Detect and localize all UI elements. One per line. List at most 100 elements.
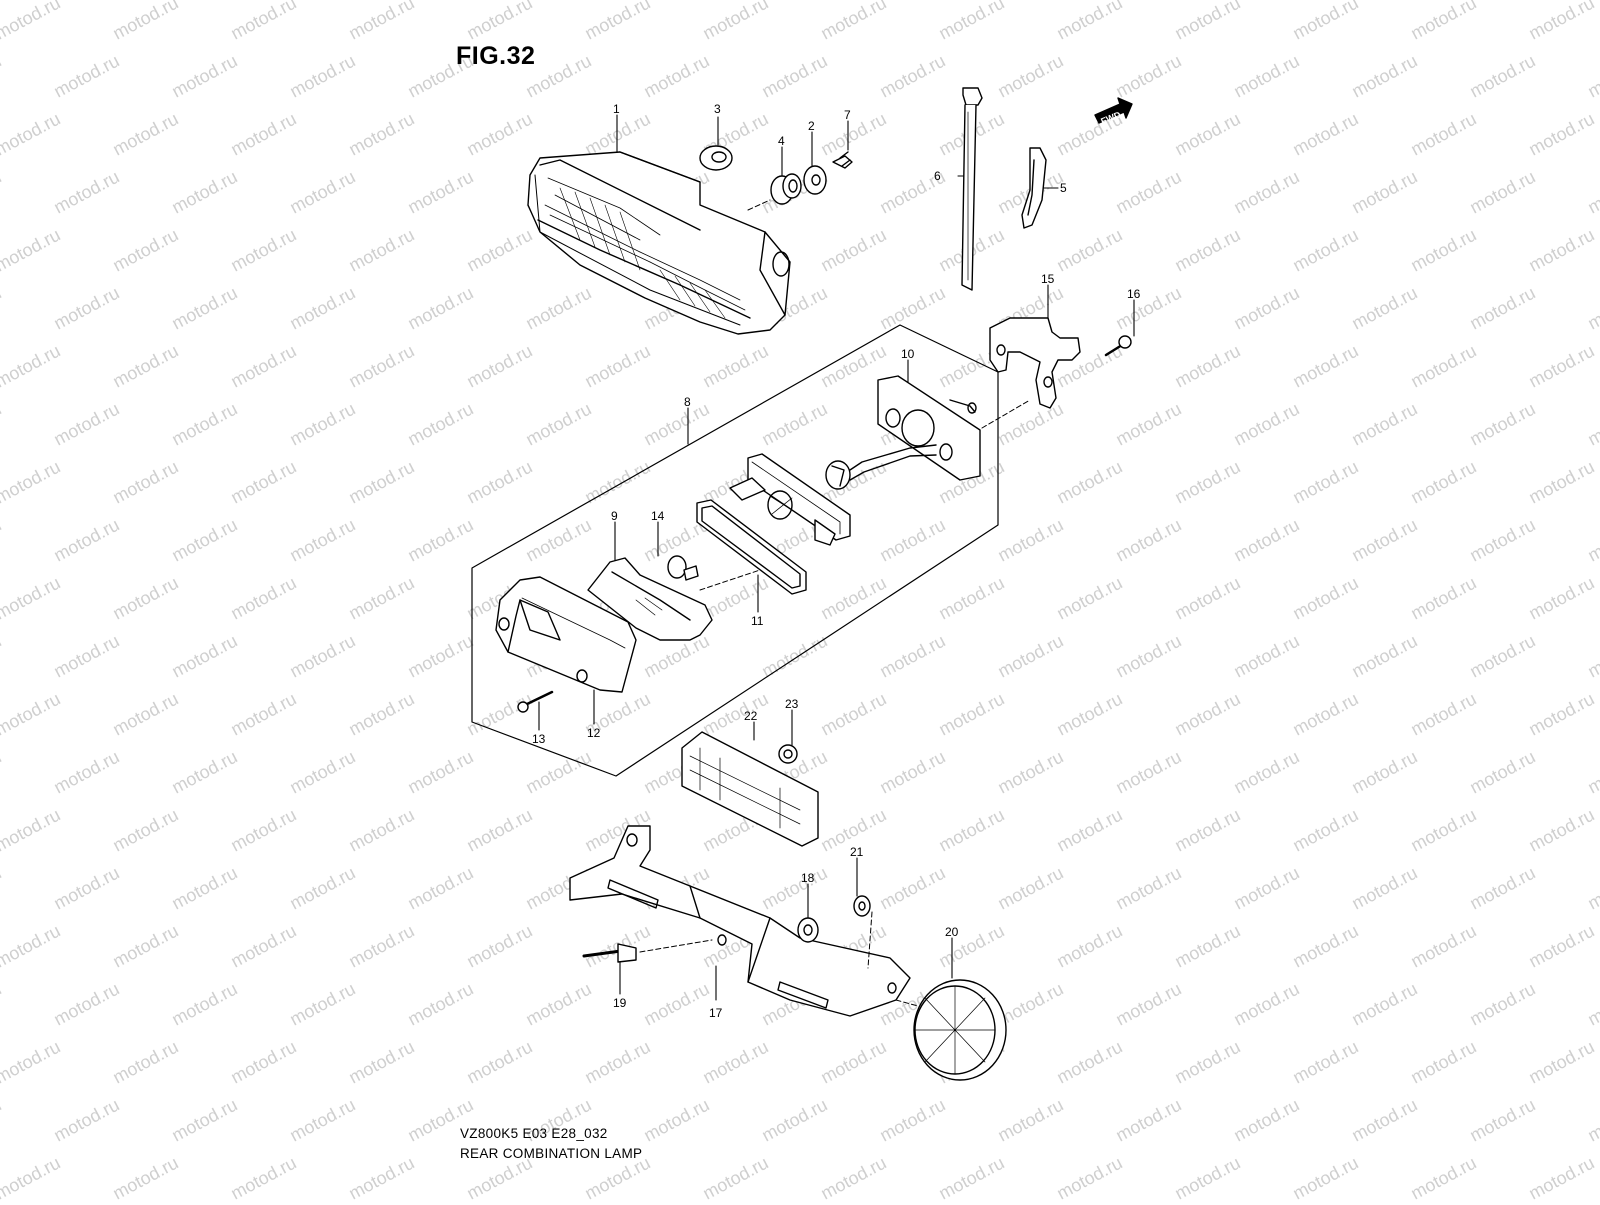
watermark-text: motod.ru xyxy=(1348,515,1420,566)
watermark-text: motod.ru xyxy=(50,979,122,1030)
watermark-text: motod.ru xyxy=(1112,399,1184,450)
callout-5: 5 xyxy=(1060,181,1067,195)
watermark-text: motod.ru xyxy=(50,863,122,914)
watermark-text: motod.ru xyxy=(935,573,1007,624)
watermark-text: motod.ru xyxy=(1348,979,1420,1030)
watermark-text: motod.ru xyxy=(345,457,417,508)
watermark-text: motod.ru xyxy=(50,283,122,334)
watermark-text: motod.ru xyxy=(345,573,417,624)
watermark-text: motod.ru xyxy=(1525,0,1597,44)
watermark-text: motod.ru xyxy=(1348,747,1420,798)
watermark-text: motod.ru xyxy=(1525,109,1597,160)
watermark-text: motod.ru xyxy=(0,1153,64,1200)
watermark-text: motod.ru xyxy=(0,747,5,798)
watermark-text: motod.ru xyxy=(1407,805,1479,856)
callout-1: 1 xyxy=(613,102,620,116)
watermark-text: motod.ru xyxy=(640,399,712,450)
watermark-text: motod.ru xyxy=(522,515,594,566)
bolt-part-7 xyxy=(832,151,853,169)
lamp-base-part-10 xyxy=(877,375,981,481)
watermark-text: motod.ru xyxy=(1525,805,1597,856)
watermark-text: motod.ru xyxy=(1112,1095,1184,1146)
watermark-text: motod.ru xyxy=(1348,283,1420,334)
watermark-text: motod.ru xyxy=(286,979,358,1030)
watermark-text: motod.ru xyxy=(1053,921,1125,972)
watermark-text: motod.ru xyxy=(876,631,948,682)
watermark-text: motod.ru xyxy=(1112,51,1184,102)
screw-part-16 xyxy=(1104,335,1132,357)
callout-3: 3 xyxy=(714,102,721,116)
tail-lamp-housing xyxy=(527,151,791,335)
watermark-text: motod.ru xyxy=(1584,1095,1600,1146)
watermark-text: motod.ru xyxy=(699,0,771,44)
watermark-text: motod.ru xyxy=(345,1153,417,1200)
callout-22: 22 xyxy=(744,709,758,723)
watermark-text: motod.ru xyxy=(168,167,240,218)
watermark-text: motod.ru xyxy=(168,1095,240,1146)
watermark-text: motod.ru xyxy=(1171,1037,1243,1088)
bulb-part-14 xyxy=(667,555,699,581)
watermark-text: motod.ru xyxy=(994,1095,1066,1146)
watermark-text: motod.ru xyxy=(876,515,948,566)
watermark-text: motod.ru xyxy=(1171,457,1243,508)
reflector-part-22 xyxy=(681,731,819,847)
watermark-text: motod.ru xyxy=(935,1153,1007,1200)
watermark-text: motod.ru xyxy=(758,1095,830,1146)
watermark-text: motod.ru xyxy=(935,689,1007,740)
watermark-text: motod.ru xyxy=(1289,1153,1361,1200)
watermark-text: motod.ru xyxy=(1171,805,1243,856)
watermark-text: motod.ru xyxy=(345,921,417,972)
watermark-text: motod.ru xyxy=(463,0,535,44)
watermark-text: motod.ru xyxy=(876,1095,948,1146)
callout-leader-lines xyxy=(538,114,1135,1001)
watermark-text: motod.ru xyxy=(1466,51,1538,102)
watermark-text: motod.ru xyxy=(0,689,64,740)
watermark-text: motod.ru xyxy=(0,225,64,276)
watermark-text: motod.ru xyxy=(1171,921,1243,972)
watermark-text: motod.ru xyxy=(758,631,830,682)
watermark-text: motod.ru xyxy=(994,747,1066,798)
watermark-text: motod.ru xyxy=(1230,283,1302,334)
watermark-text: motod.ru xyxy=(1171,573,1243,624)
watermark-text: motod.ru xyxy=(0,457,64,508)
watermark-text: motod.ru xyxy=(0,0,64,44)
watermark-text: motod.ru xyxy=(1348,51,1420,102)
callout-2: 2 xyxy=(808,119,815,133)
screw-part-19 xyxy=(582,943,637,963)
watermark-text: motod.ru xyxy=(1525,1153,1597,1200)
watermark-text: motod.ru xyxy=(817,573,889,624)
bracket-part-17 xyxy=(569,825,911,1017)
watermark-text: motod.ru xyxy=(0,573,64,624)
watermark-text: motod.ru xyxy=(50,167,122,218)
watermark-text: motod.ru xyxy=(935,0,1007,44)
watermark-text: motod.ru xyxy=(876,51,948,102)
watermark-text: motod.ru xyxy=(345,109,417,160)
watermark-text: motod.ru xyxy=(1230,399,1302,450)
watermark-text: motod.ru xyxy=(876,747,948,798)
watermark-text: motod.ru xyxy=(1053,225,1125,276)
watermark-text: motod.ru xyxy=(227,805,299,856)
watermark-text: motod.ru xyxy=(1407,109,1479,160)
watermark-text: motod.ru xyxy=(227,109,299,160)
watermark-text: motod.ru xyxy=(699,1153,771,1200)
watermark-text: motod.ru xyxy=(1289,109,1361,160)
watermark-text: motod.ru xyxy=(817,109,889,160)
callout-17: 17 xyxy=(709,1006,723,1020)
watermark-text: motod.ru xyxy=(404,515,476,566)
watermark-text: motod.ru xyxy=(109,457,181,508)
watermark-text: motod.ru xyxy=(1112,979,1184,1030)
watermark-text: motod.ru xyxy=(50,1095,122,1146)
watermark-text: motod.ru xyxy=(994,399,1066,450)
watermark-text: motod.ru xyxy=(109,341,181,392)
watermark-text: motod.ru xyxy=(1230,979,1302,1030)
watermark-text: motod.ru xyxy=(168,51,240,102)
cable-tie-part-6 xyxy=(961,87,983,291)
watermark-text: motod.ru xyxy=(1289,225,1361,276)
watermark-text: motod.ru xyxy=(0,341,64,392)
watermark-text: motod.ru xyxy=(1466,631,1538,682)
watermark-text: motod.ru xyxy=(345,225,417,276)
watermark-text: motod.ru xyxy=(640,1095,712,1146)
watermark-text: motod.ru xyxy=(1466,283,1538,334)
watermark-text: motod.ru xyxy=(286,167,358,218)
model-code: VZ800K5 E03 E28_032 xyxy=(460,1126,608,1141)
